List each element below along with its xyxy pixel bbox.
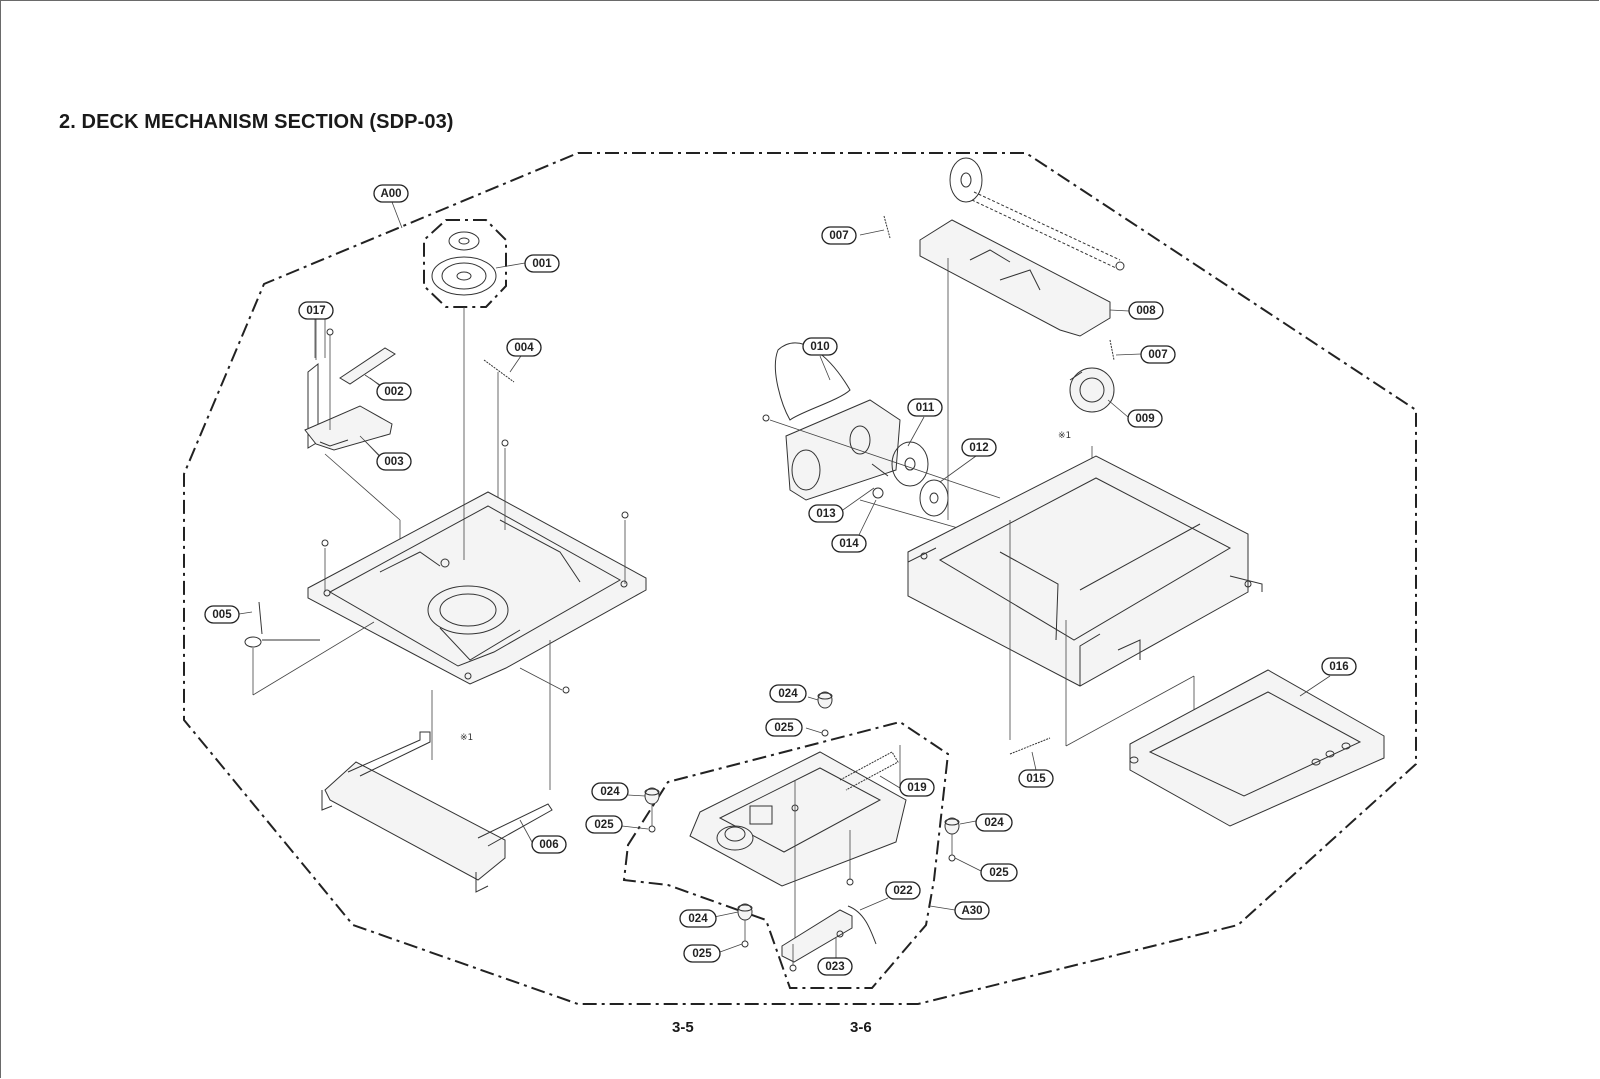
label-003: 003 (376, 452, 412, 471)
svg-text:A30: A30 (961, 905, 982, 917)
svg-text:017: 017 (306, 305, 325, 317)
svg-text:024: 024 (600, 786, 620, 798)
svg-text:025: 025 (692, 948, 712, 960)
motor-009-part: ※1 (1058, 367, 1115, 470)
svg-text:001: 001 (532, 258, 552, 270)
svg-text:007: 007 (829, 230, 848, 242)
svg-text:A00: A00 (380, 188, 401, 200)
label-011: 011 (907, 398, 943, 417)
label-006: 006 (531, 835, 567, 854)
label-005: 005 (204, 605, 240, 624)
label-014: 014 (831, 534, 867, 553)
svg-text:009: 009 (1135, 413, 1154, 425)
svg-text:023: 023 (825, 961, 844, 973)
label-007-top: 007 (821, 226, 857, 245)
svg-text:007: 007 (1148, 349, 1167, 361)
label-013: 013 (808, 504, 844, 523)
label-017: 017 (298, 301, 334, 320)
label-009: 009 (1127, 409, 1163, 428)
svg-text:024: 024 (778, 688, 798, 700)
svg-text:016: 016 (1329, 661, 1348, 673)
svg-text:019: 019 (907, 782, 926, 794)
label-016: 016 (1321, 657, 1357, 676)
assembly-boundary-001 (423, 219, 507, 308)
svg-text:025: 025 (989, 867, 1009, 879)
page-number-right: 3-6 (850, 1019, 872, 1036)
mark-note-left: ※1 (460, 733, 473, 743)
label-008: 008 (1128, 301, 1164, 320)
label-002: 002 (376, 382, 412, 401)
svg-text:008: 008 (1136, 305, 1156, 317)
svg-text:013: 013 (816, 508, 835, 520)
svg-text:022: 022 (893, 885, 912, 897)
label-024-top: 024 (769, 684, 807, 703)
pickup-assembly-part (689, 745, 907, 940)
label-024-bottom: 024 (679, 909, 717, 928)
label-025-right: 025 (980, 863, 1018, 882)
svg-text:011: 011 (916, 402, 935, 414)
svg-text:006: 006 (539, 839, 558, 851)
label-024-right: 024 (975, 813, 1013, 832)
svg-text:024: 024 (688, 913, 708, 925)
damper-and-screw-parts (644, 691, 960, 948)
label-023: 023 (817, 957, 853, 976)
label-012: 012 (961, 438, 997, 457)
loader-tray-part (307, 307, 647, 790)
svg-text:002: 002 (384, 386, 403, 398)
cover-016-part (1129, 669, 1385, 827)
main-chassis-part (907, 455, 1263, 760)
label-007-right: 007 (1140, 345, 1176, 364)
svg-text:025: 025 (594, 819, 614, 831)
label-025-bottom: 025 (683, 944, 721, 963)
label-a30: A30 (954, 901, 990, 920)
spring-005-part (244, 601, 375, 696)
spring-015-part (1009, 737, 1051, 755)
flex-cable-and-board-parts (304, 315, 401, 620)
assembly-boundary-a00 (183, 152, 1417, 1005)
label-022: 022 (885, 881, 921, 900)
label-004: 004 (506, 338, 542, 357)
label-a00: A00 (373, 184, 409, 203)
label-019: 019 (899, 778, 935, 797)
spindle-motor-part (431, 231, 497, 296)
assembly-boundary-a30 (622, 720, 950, 989)
svg-text:014: 014 (839, 538, 859, 550)
svg-text:004: 004 (514, 342, 534, 354)
label-010: 010 (802, 337, 838, 356)
label-001: 001 (524, 254, 560, 273)
label-015: 015 (1018, 769, 1054, 788)
leader-lines (238, 201, 1331, 958)
svg-text:010: 010 (810, 341, 829, 353)
svg-text:015: 015 (1026, 773, 1046, 785)
svg-text:012: 012 (969, 442, 988, 454)
spring-004-part (483, 359, 515, 510)
svg-text:024: 024 (984, 817, 1004, 829)
pickup-sub-parts (781, 905, 877, 972)
svg-text:003: 003 (384, 456, 403, 468)
label-025-left: 025 (585, 815, 623, 834)
svg-text:025: 025 (774, 722, 794, 734)
svg-text:005: 005 (212, 609, 232, 621)
bracket-006-part: ※1 (321, 731, 553, 893)
page-title: 2. DECK MECHANISM SECTION (SDP-03) (59, 111, 454, 133)
label-024-left: 024 (591, 782, 629, 801)
label-025-top: 025 (765, 718, 803, 737)
page-number-left: 3-5 (672, 1019, 694, 1036)
mark-note-right: ※1 (1058, 431, 1071, 441)
